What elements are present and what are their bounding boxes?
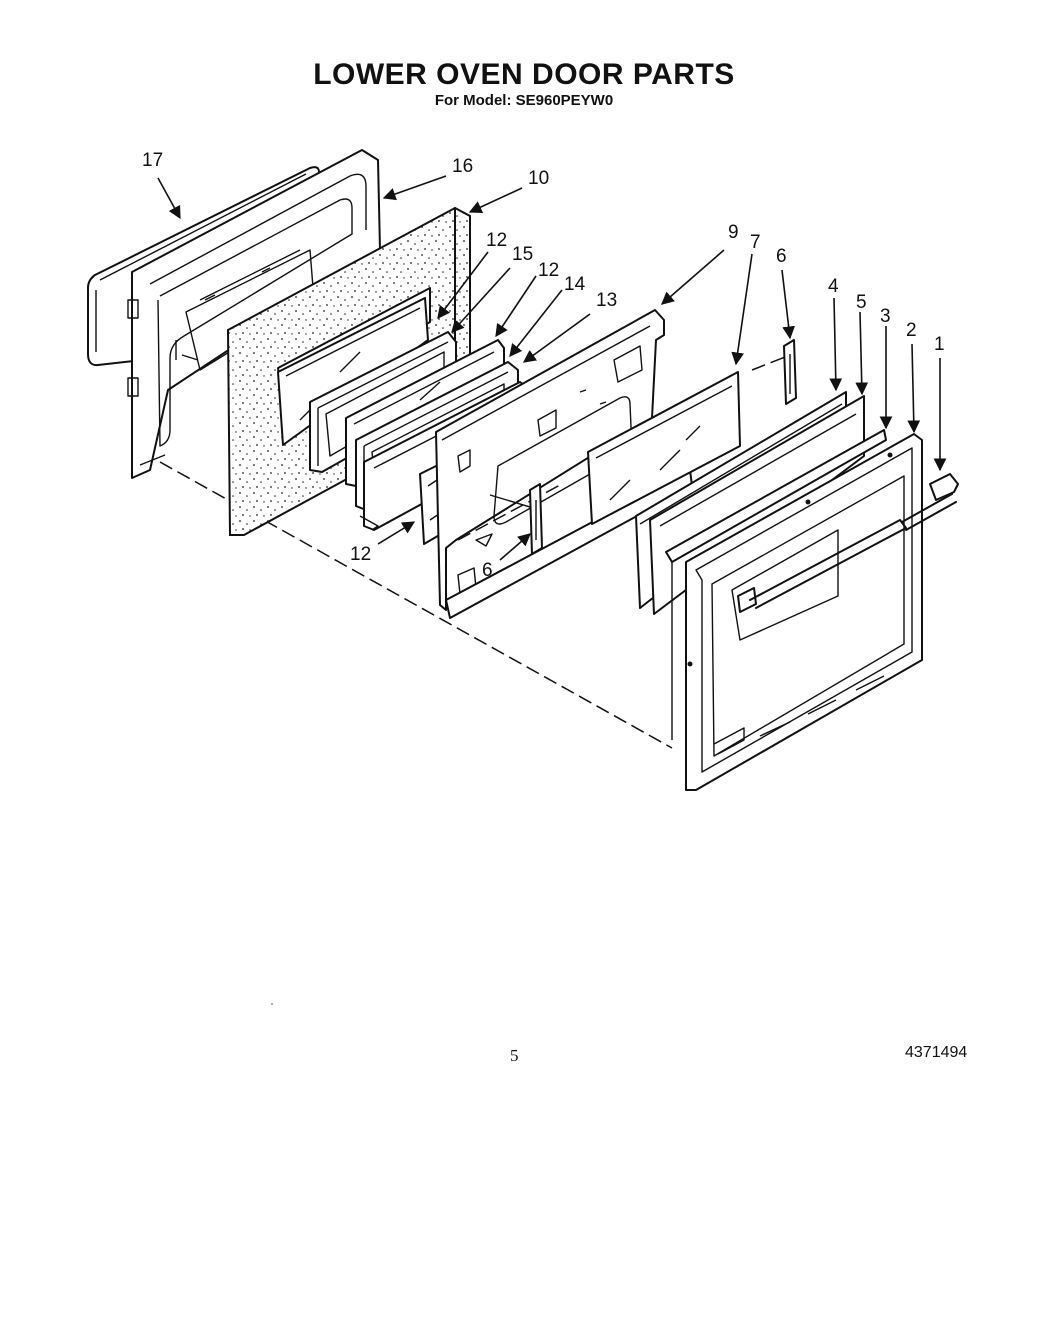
part-2-outer-door-frame xyxy=(685,433,923,791)
leader-15 xyxy=(451,267,511,333)
callout-12: 12 xyxy=(486,230,508,251)
page-number: 5 xyxy=(510,1046,519,1065)
leader-5 xyxy=(855,311,869,396)
leader-4 xyxy=(829,297,843,392)
leader-10 xyxy=(468,187,523,213)
leader-16 xyxy=(382,175,447,201)
leader-14 xyxy=(509,289,563,358)
callout-7: 7 xyxy=(750,232,761,253)
alignment-line xyxy=(159,461,673,749)
callout-16: 16 xyxy=(452,156,474,177)
leader-7 xyxy=(731,253,753,366)
part-3-door-trim xyxy=(665,429,887,740)
callout-14: 14 xyxy=(564,274,586,295)
leader-17 xyxy=(157,177,181,220)
alignment-line xyxy=(751,354,791,371)
part-7-window-glass xyxy=(587,371,741,525)
leader-12b xyxy=(495,275,537,338)
leader-6a xyxy=(499,533,531,561)
callout-12: 12 xyxy=(350,544,372,565)
callout-5: 5 xyxy=(856,292,867,313)
callout-13: 13 xyxy=(596,290,618,311)
callout-10: 10 xyxy=(528,168,550,189)
leader-12a xyxy=(437,251,489,320)
callout-9: 9 xyxy=(728,222,739,243)
leader-12c xyxy=(377,521,416,545)
callout-6: 6 xyxy=(776,246,787,267)
leader-6b xyxy=(781,269,796,340)
callout-3: 3 xyxy=(880,306,891,327)
callout-4: 4 xyxy=(828,276,839,297)
page-title: LOWER OVEN DOOR PARTS xyxy=(313,58,735,91)
callout-15: 15 xyxy=(512,244,534,265)
leader-2 xyxy=(907,343,921,434)
model-subtitle: For Model: SE960PEYW0 xyxy=(434,92,614,109)
callout-2: 2 xyxy=(906,320,917,341)
callout-6: 6 xyxy=(482,560,493,581)
leader-13 xyxy=(522,313,591,363)
callout-12: 12 xyxy=(538,260,560,281)
document-number: 4371494 xyxy=(905,1044,968,1061)
part-6-hinge-right xyxy=(783,339,797,405)
leader-9 xyxy=(661,249,725,305)
callout-17: 17 xyxy=(142,150,164,171)
part-6-hinge-left xyxy=(529,483,543,555)
callout-1: 1 xyxy=(934,334,945,355)
part-1-door-handle xyxy=(901,473,959,531)
